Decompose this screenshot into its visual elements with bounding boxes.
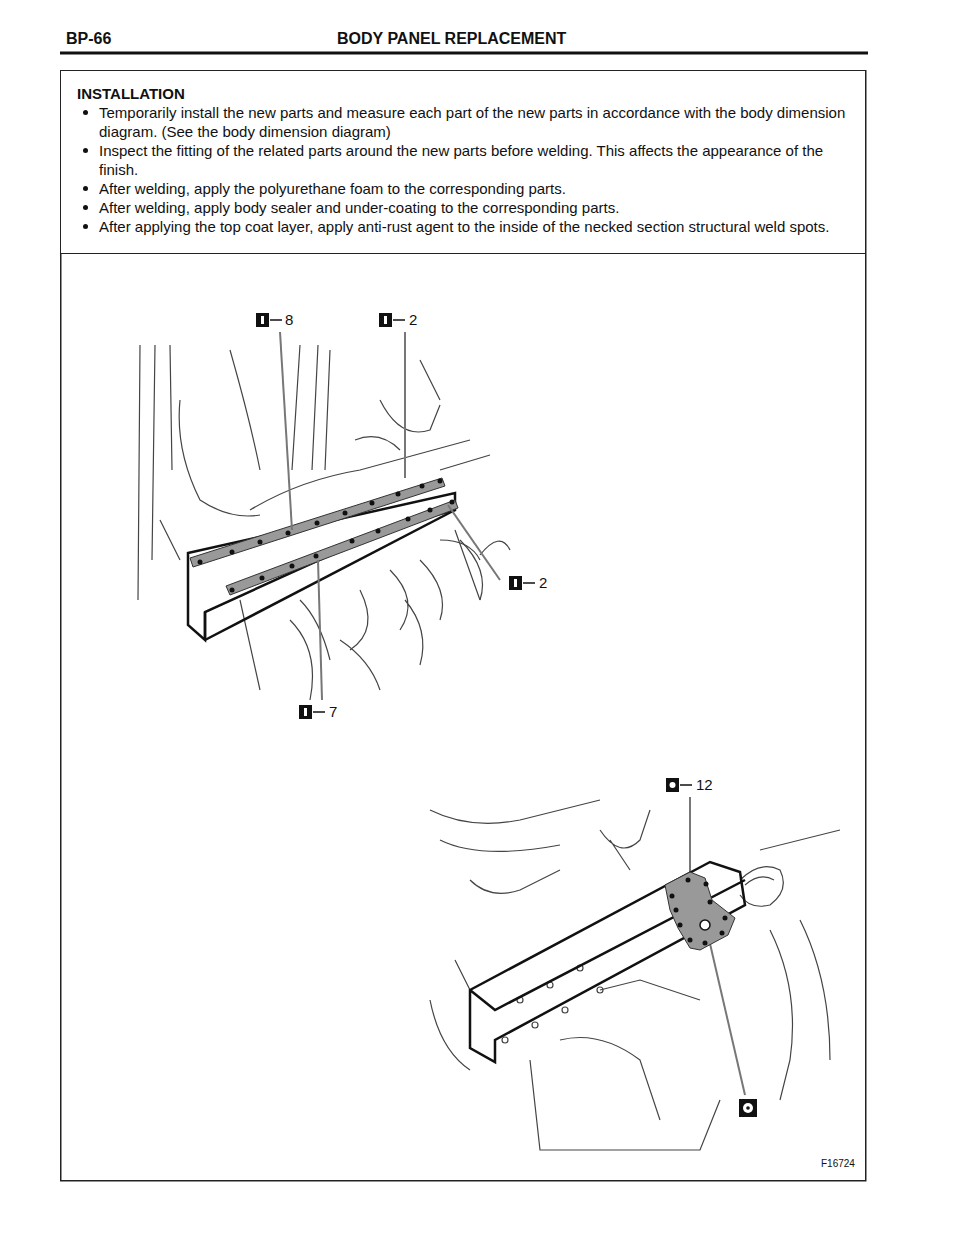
bullet-item: Inspect the fitting of the related parts… [77, 141, 851, 179]
callout-number: 12 [695, 776, 714, 793]
bullet-item: Temporarily install the new parts and me… [77, 103, 851, 141]
bullet-dot [83, 224, 88, 229]
bullet-item: After welding, apply the polyurethane fo… [77, 179, 851, 198]
bullet-dot [83, 205, 88, 210]
callout-number: 7 [328, 703, 338, 720]
instruction-text: Temporarily install the new parts and me… [99, 104, 845, 140]
instruction-text: After welding, apply the polyurethane fo… [99, 180, 566, 197]
instruction-box: INSTALLATIONTemporarily install the new … [60, 70, 866, 254]
bullet-item: After welding, apply body sealer and und… [77, 198, 851, 217]
bullet-dot [83, 148, 88, 153]
callout-number: 8 [284, 311, 294, 328]
callout-number: 2 [538, 574, 548, 591]
bullet-item: After applying the top coat layer, apply… [77, 217, 851, 236]
instruction-text: After welding, apply body sealer and und… [99, 199, 619, 216]
instruction-text: After applying the top coat layer, apply… [99, 218, 829, 235]
page-title: BODY PANEL REPLACEMENT [337, 30, 566, 48]
bullet-dot [83, 186, 88, 191]
figure-code: F16724 [820, 1158, 856, 1169]
page-number: BP-66 [65, 30, 112, 48]
bullet-dot [83, 110, 88, 115]
instruction-text: Inspect the fitting of the related parts… [99, 142, 823, 178]
section-heading: INSTALLATION [77, 85, 851, 103]
callout-number: 2 [408, 311, 418, 328]
